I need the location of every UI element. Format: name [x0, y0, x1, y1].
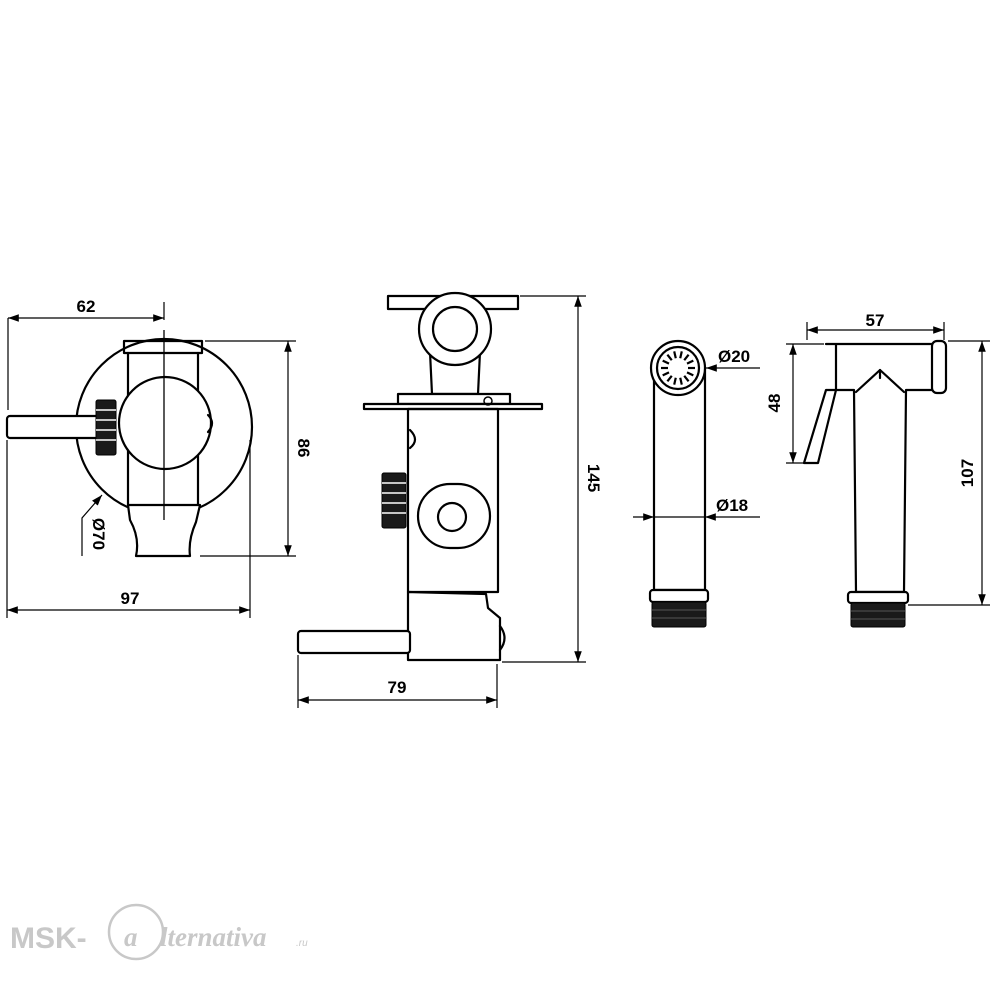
- spray-hole: [683, 354, 690, 361]
- watermark-mark: a: [124, 922, 138, 952]
- spray-hole: [679, 351, 683, 359]
- dim-label-70: Ø70: [89, 518, 108, 550]
- side-view: [296, 291, 544, 662]
- spray-hole: [662, 371, 670, 377]
- watermark-rest: lternativa: [160, 922, 267, 952]
- spray-hole: [673, 351, 677, 359]
- dim-20: Ø20: [706, 347, 760, 372]
- dim-label-62: 62: [77, 297, 96, 316]
- dim-label-57: 57: [866, 311, 885, 330]
- dim-label-107: 107: [958, 459, 977, 487]
- dim-70: Ø70: [81, 494, 108, 556]
- dim-86: 86: [200, 340, 313, 557]
- dim-label-20: Ø20: [718, 347, 750, 366]
- dim-79: 79: [297, 655, 498, 708]
- dim-label-97: 97: [121, 589, 140, 608]
- watermark-brand: MSK-: [10, 922, 87, 955]
- dim-label-145: 145: [584, 464, 603, 492]
- dim-97: 97: [6, 440, 251, 618]
- dim-62: 62: [7, 297, 165, 410]
- dim-label-79: 79: [388, 678, 407, 697]
- dim-18: Ø18: [633, 496, 760, 521]
- watermark-tld: .ru: [296, 938, 308, 949]
- spray-hole: [666, 375, 673, 382]
- dim-label-18: Ø18: [716, 496, 748, 515]
- spray-holes: [661, 351, 695, 385]
- dim-48: 48: [765, 343, 824, 464]
- dim-57: 57: [806, 311, 945, 340]
- spray-hole: [679, 377, 683, 385]
- dim-145: 145: [502, 295, 603, 663]
- spray-hole: [666, 354, 673, 361]
- hose-view: [648, 339, 710, 628]
- front-view: [5, 330, 254, 558]
- watermark-logo: MSK- a lternativa .ru: [10, 903, 308, 961]
- dim-107: 107: [908, 340, 990, 606]
- spray-hole: [686, 359, 694, 365]
- spray-hole: [686, 371, 694, 377]
- sprayer-view: [802, 339, 948, 628]
- spray-hole: [662, 359, 670, 365]
- spray-hole: [683, 375, 690, 382]
- dim-label-48: 48: [765, 394, 784, 413]
- dim-label-86: 86: [294, 439, 313, 458]
- spray-hole: [673, 377, 677, 385]
